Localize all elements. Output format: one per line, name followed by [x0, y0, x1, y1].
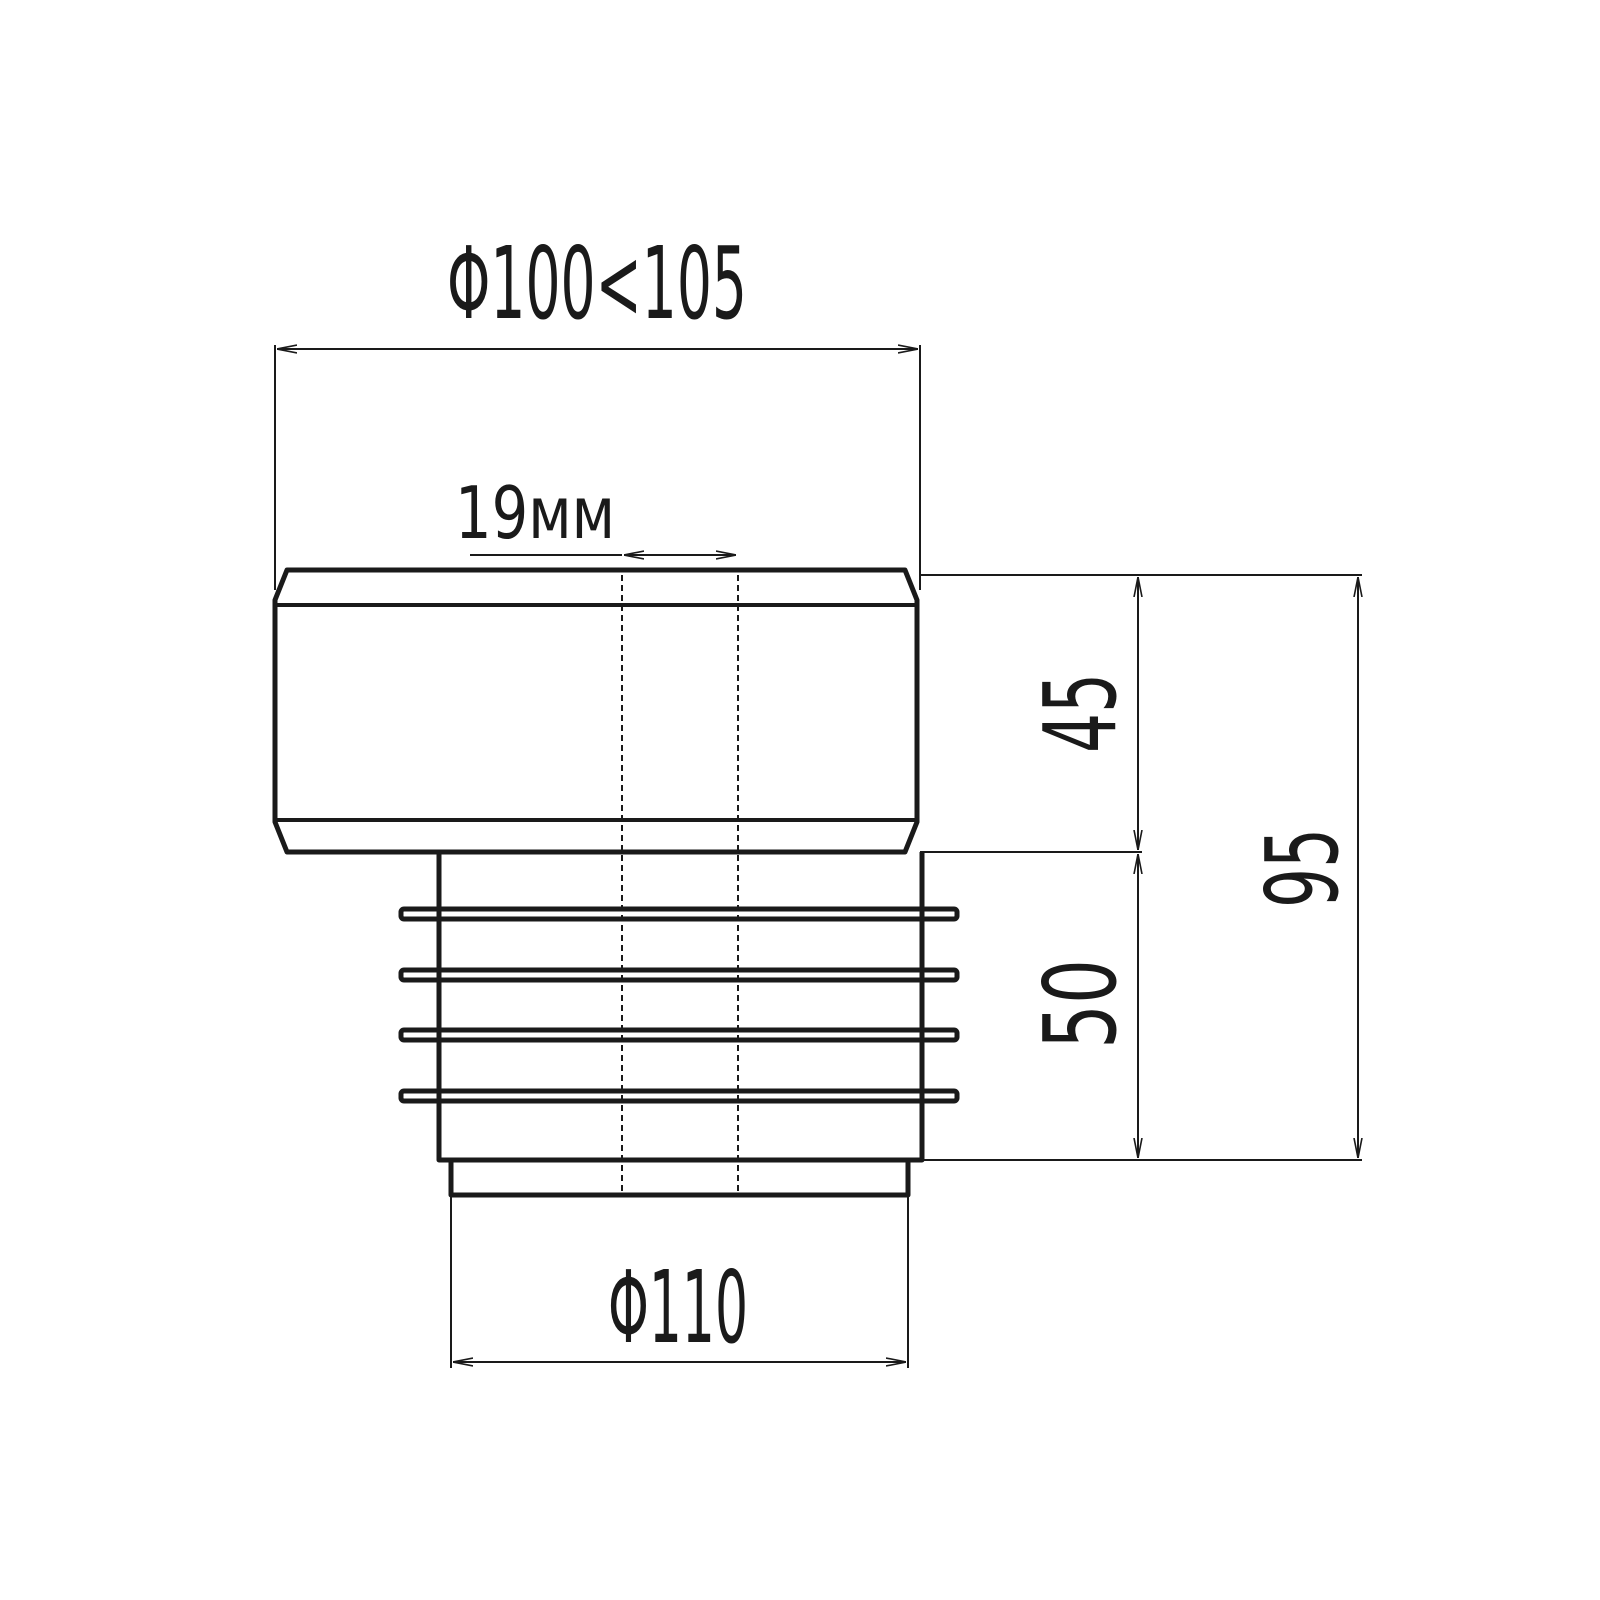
- sealing-ribs: [398, 906, 960, 1104]
- rib: [398, 906, 960, 922]
- spigot-body: [436, 852, 925, 1163]
- hidden-lines: [621, 575, 739, 1195]
- socket-height-label: 45: [1022, 673, 1139, 753]
- socket-body: [272, 567, 920, 855]
- dimension-lines: [274, 345, 1362, 1368]
- ribbed-height-label: 50: [1022, 959, 1139, 1049]
- part-outline: [272, 567, 960, 1198]
- rib: [398, 1088, 960, 1104]
- bottom-diameter-label: Φ110: [608, 1249, 748, 1366]
- wall-gap-label: 19мм: [455, 471, 615, 555]
- top-diameter-label: Φ100<105: [447, 225, 747, 342]
- spigot-tip: [448, 1160, 911, 1198]
- rib: [398, 1027, 960, 1043]
- total-height-label: 95: [1244, 828, 1361, 908]
- rib: [398, 967, 960, 983]
